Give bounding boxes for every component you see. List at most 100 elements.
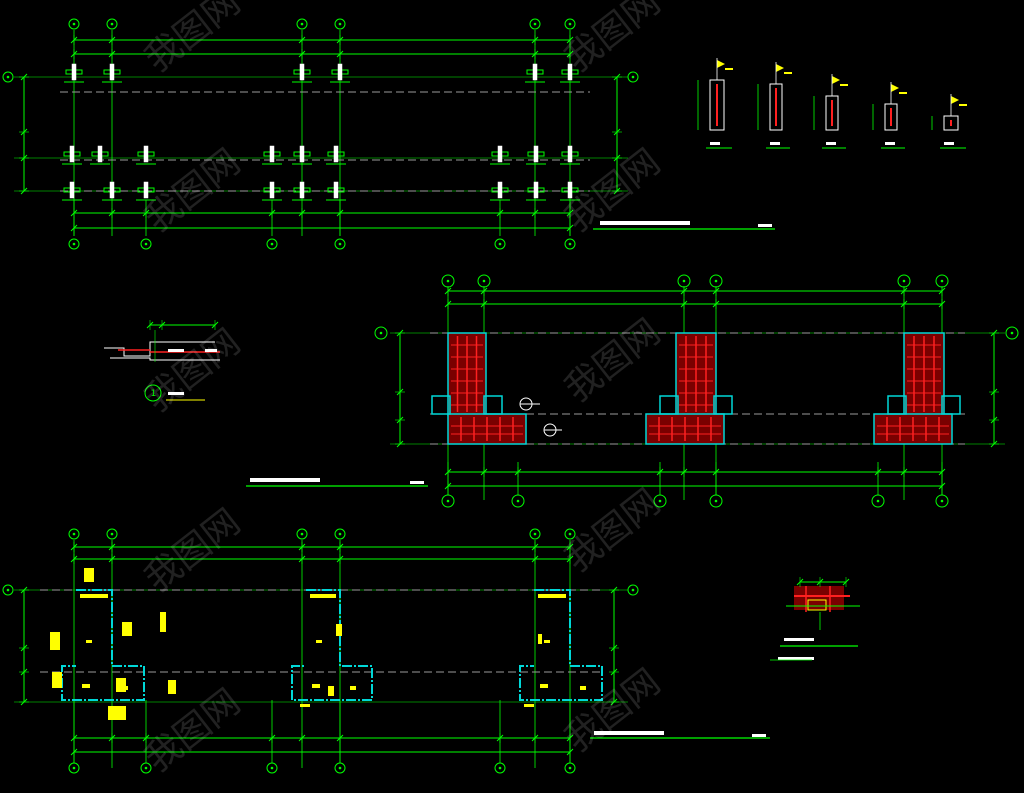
section-label [784,72,792,74]
column-marker [69,145,75,163]
label-block [168,680,176,694]
section-label [959,104,967,106]
axis-bubble-dot [568,22,572,26]
wall-flange [887,395,907,415]
column-marker [567,145,573,163]
axis-bubble-dot [498,766,502,770]
label-block [524,704,534,707]
axis-bubble-dot [6,75,10,79]
axis-bubble-layer [2,18,1019,774]
axis-bubble-dot [379,331,383,335]
label-block [108,706,126,720]
column-marker [333,145,339,163]
label-block [538,634,542,644]
label-block [160,612,166,632]
column-marker [333,181,339,199]
column-marker [109,181,115,199]
axis-bubble-dot [682,279,686,283]
axis-bubble-dot [144,766,148,770]
label-block [116,678,126,692]
wall-section-scale [758,224,772,227]
section-flag [776,64,784,72]
wall-flange [431,395,451,415]
mid-plan-title [250,478,320,482]
column-marker [299,145,305,163]
label-block [84,568,94,582]
axis-bubble-dot [72,766,76,770]
axis-bubble-dot [270,242,274,246]
wall-annotation [540,684,548,688]
axis-bubble-dot [300,532,304,536]
column-marker [299,63,305,81]
wall-section-title [600,221,690,225]
wall-flange [483,395,503,415]
label-block [50,632,60,650]
axis-bubble-dot [72,242,76,246]
axis-bubble-dot [482,279,486,283]
column-marker [143,145,149,163]
wall-annotation [538,594,566,598]
wall-annotation [310,594,336,598]
wall-outline-dashed [61,589,145,701]
axis-bubble-dot [940,279,944,283]
column-marker [567,63,573,81]
axis-bubble-dot [568,766,572,770]
section-label [840,84,848,86]
section-caption [826,142,836,145]
section-caption [710,142,720,145]
axis-bubble-dot [876,499,880,503]
column-marker [532,63,538,81]
label-block [52,672,62,688]
axis-bubble-dot [110,22,114,26]
label-block [300,704,310,707]
wall-annotation [316,640,322,643]
label-block [336,624,342,636]
axis-bubble-dot [1010,331,1014,335]
axis-bubble-dot [533,22,537,26]
detail-1-label: 1 [151,389,157,399]
column-marker [337,63,343,81]
wall-annotation [82,684,90,688]
bl-plan-title [594,731,664,735]
axis-bubble-dot [714,279,718,283]
column-marker [567,181,573,199]
section-flag [717,60,725,68]
wall-annotation [544,640,550,643]
label-block [122,622,132,636]
section-label [725,68,733,70]
column-marker [269,181,275,199]
axis-bubble-dot [338,242,342,246]
detail-1-bubble-text: 1 [151,389,157,399]
column-marker [497,181,503,199]
section-flag [951,96,959,104]
section-label [899,92,907,94]
section-caption [944,142,954,145]
detail-1-note [168,349,184,352]
node-title [784,638,814,641]
axis-bubble-dot [144,242,148,246]
wall-flange [713,395,733,415]
section-flag [832,76,840,84]
axis-bubble-dot [658,499,662,503]
column-marker [299,181,305,199]
wall-layer [61,63,961,701]
wall-outline-dashed [291,589,373,701]
wall-annotation [312,684,320,688]
column-marker [71,63,77,81]
axis-bubble-dot [533,532,537,536]
axis-bubble-dot [714,499,718,503]
axis-bubble-dot [940,499,944,503]
column-marker [97,145,103,163]
axis-bubble-dot [72,532,76,536]
axis-bubble-dot [338,532,342,536]
axis-bubble-dot [498,242,502,246]
axis-bubble-dot [631,588,635,592]
column-marker [497,145,503,163]
wall-flange [941,395,961,415]
wall-annotation [580,686,586,690]
wall-annotation [350,686,356,690]
section-flag [891,84,899,92]
column-marker [269,145,275,163]
detail-1-outline-2 [110,357,220,361]
column-marker [109,63,115,81]
